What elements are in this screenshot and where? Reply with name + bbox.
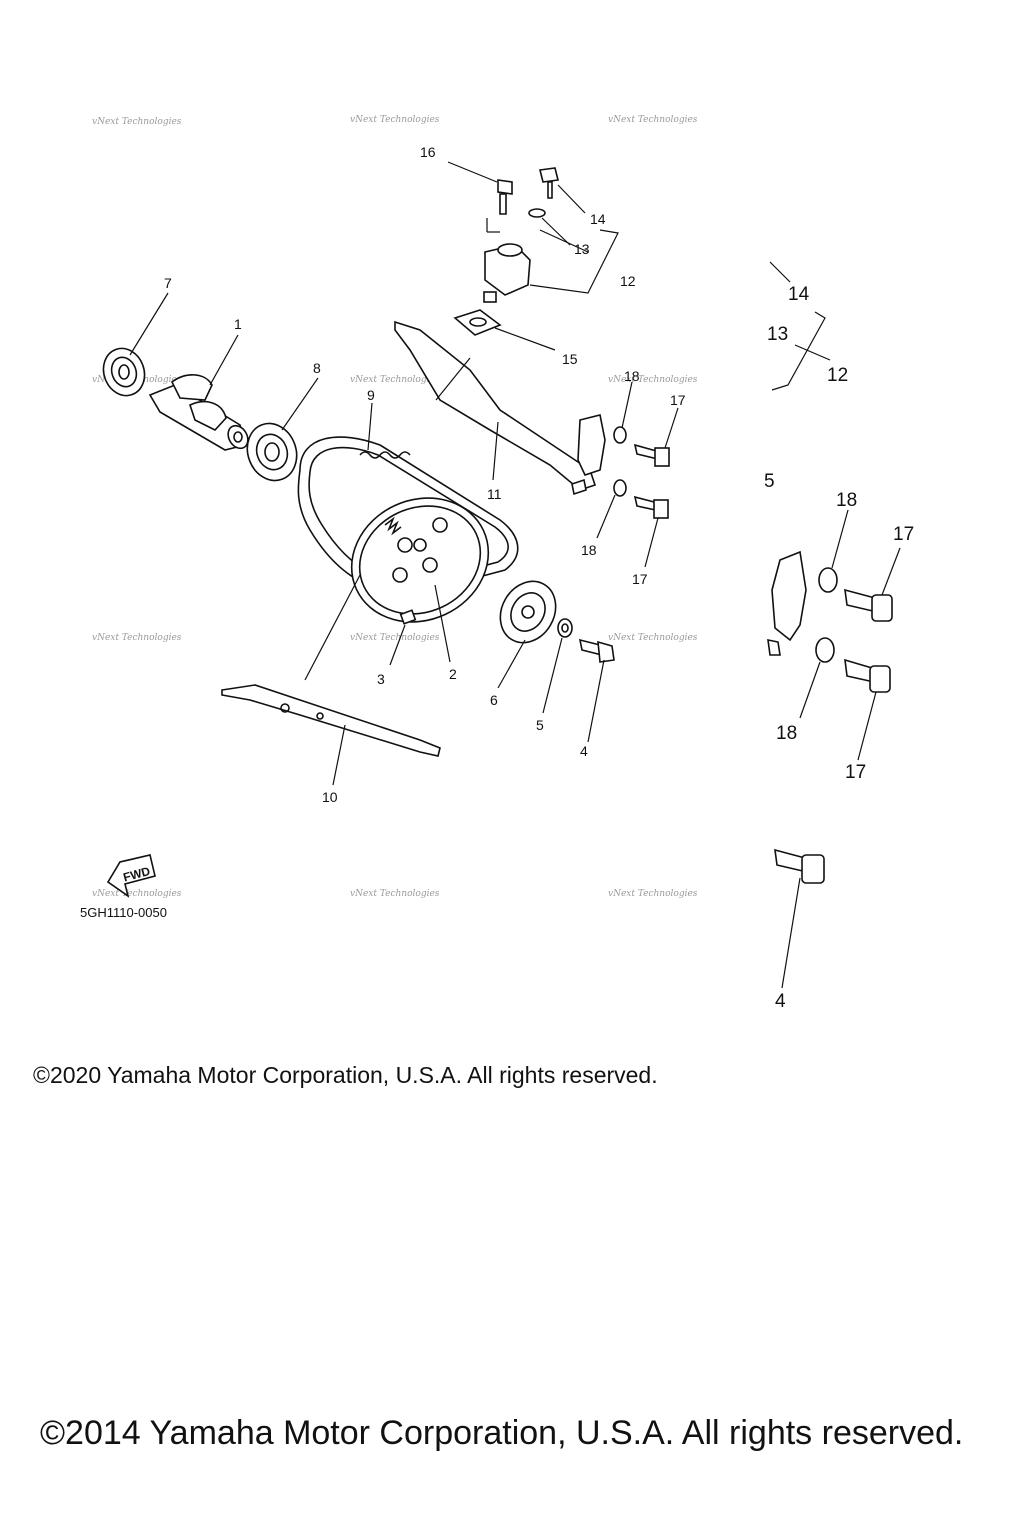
- part-16-bolt[interactable]: [497, 179, 513, 215]
- zoom-label-4: 4: [775, 991, 786, 1012]
- part-label-18: 18: [581, 542, 597, 558]
- zoom-part-4-bolt[interactable]: [774, 848, 825, 884]
- part-label-15: 15: [562, 351, 578, 367]
- zoom-label-18: 18: [836, 490, 857, 511]
- watermark: vNext Technologies: [92, 889, 182, 899]
- part-10-chain-guide[interactable]: [221, 684, 441, 757]
- zoom-part-17-bolt[interactable]: [844, 658, 891, 693]
- part-label-4: 4: [580, 743, 588, 759]
- copyright-2014: ©2014 Yamaha Motor Corporation, U.S.A. A…: [40, 1414, 964, 1452]
- part-4-bolt[interactable]: [578, 638, 615, 663]
- zoom-labels: 14 13 12 5 18 17 18 17 4: [764, 284, 914, 1012]
- part-18-washer[interactable]: [613, 479, 627, 497]
- part-label-8: 8: [313, 360, 321, 376]
- part-label-1: 1: [234, 316, 242, 332]
- part-3-dowel-pin[interactable]: [399, 609, 417, 625]
- watermark: vNext Technologies: [350, 889, 440, 899]
- watermark: vNext Technologies: [608, 889, 698, 899]
- part-2-cam-sprocket[interactable]: [331, 476, 509, 644]
- fwd-arrow-icon: FWD: [106, 854, 156, 898]
- zoom-part-18-washer[interactable]: [815, 637, 835, 663]
- part-label-17: 17: [670, 392, 686, 408]
- part-1-camshaft[interactable]: [148, 374, 252, 452]
- part-9-spring[interactable]: [359, 451, 411, 536]
- part-label-13: 13: [574, 241, 590, 257]
- part-label-7: 7: [164, 275, 172, 291]
- zoom-part-17-18-bracket[interactable]: [767, 550, 807, 656]
- watermark: vNext Technologies: [92, 633, 182, 643]
- part-11-chain-tensioner-guide[interactable]: [394, 320, 606, 496]
- part-label-2: 2: [449, 666, 457, 682]
- part-label-18: 18: [624, 368, 640, 384]
- part-label-11: 11: [487, 486, 502, 502]
- zoom-part-17-bolt[interactable]: [844, 588, 893, 622]
- watermark: vNext Technologies: [608, 633, 698, 643]
- zoom-label-18: 18: [776, 723, 797, 744]
- part-label-14: 14: [590, 211, 606, 227]
- part-17-bolt[interactable]: [633, 495, 669, 519]
- diagram-code: 5GH1110-0050: [80, 905, 167, 920]
- zoom-label-14: 14: [788, 284, 810, 305]
- watermark: vNext Technologies: [350, 633, 440, 643]
- part-12-tensioner-assembly[interactable]: [483, 243, 531, 303]
- part-label-3: 3: [377, 671, 385, 687]
- part-6-plate[interactable]: [489, 571, 566, 652]
- zoom-label-13: 13: [767, 324, 788, 345]
- part-14-bolt[interactable]: [539, 167, 559, 199]
- part-label-9: 9: [367, 387, 375, 403]
- watermark: vNext Technologies: [92, 117, 182, 127]
- part-7-bearing[interactable]: [97, 343, 151, 402]
- watermark: vNext Technologies: [608, 115, 698, 125]
- zoom-label-12: 12: [827, 365, 848, 386]
- zoom-label-17: 17: [893, 524, 914, 545]
- part-label-17: 17: [632, 571, 648, 587]
- zoom-label-5: 5: [764, 471, 775, 492]
- part-label-6: 6: [490, 692, 498, 708]
- part-8-bearing[interactable]: [240, 417, 305, 488]
- fwd-label: FWD: [122, 864, 152, 885]
- part-13-o-ring[interactable]: [528, 208, 546, 218]
- zoom-region: [767, 261, 893, 884]
- part-labels: 1 2 3 4 5 6 7 8 9 10 11 12 13 14 15 16 1…: [164, 144, 686, 805]
- part-label-10: 10: [322, 789, 338, 805]
- part-5-washer[interactable]: [557, 618, 573, 638]
- watermark: vNext Technologies: [350, 115, 440, 125]
- part-label-16: 16: [420, 144, 436, 160]
- zoom-part-18-washer[interactable]: [818, 567, 838, 593]
- part-17-bolt[interactable]: [633, 443, 670, 467]
- part-18-washer[interactable]: [613, 426, 627, 444]
- leader-lines: [129, 161, 901, 989]
- part-15-gasket[interactable]: [453, 309, 502, 336]
- part-label-12: 12: [620, 273, 636, 289]
- copyright-2020: ©2020 Yamaha Motor Corporation, U.S.A. A…: [33, 1062, 658, 1088]
- watermark: vNext Technologies: [608, 375, 698, 385]
- part-label-5: 5: [536, 717, 544, 733]
- zoom-label-17: 17: [845, 762, 866, 783]
- watermark: vNext Technologies: [350, 375, 440, 385]
